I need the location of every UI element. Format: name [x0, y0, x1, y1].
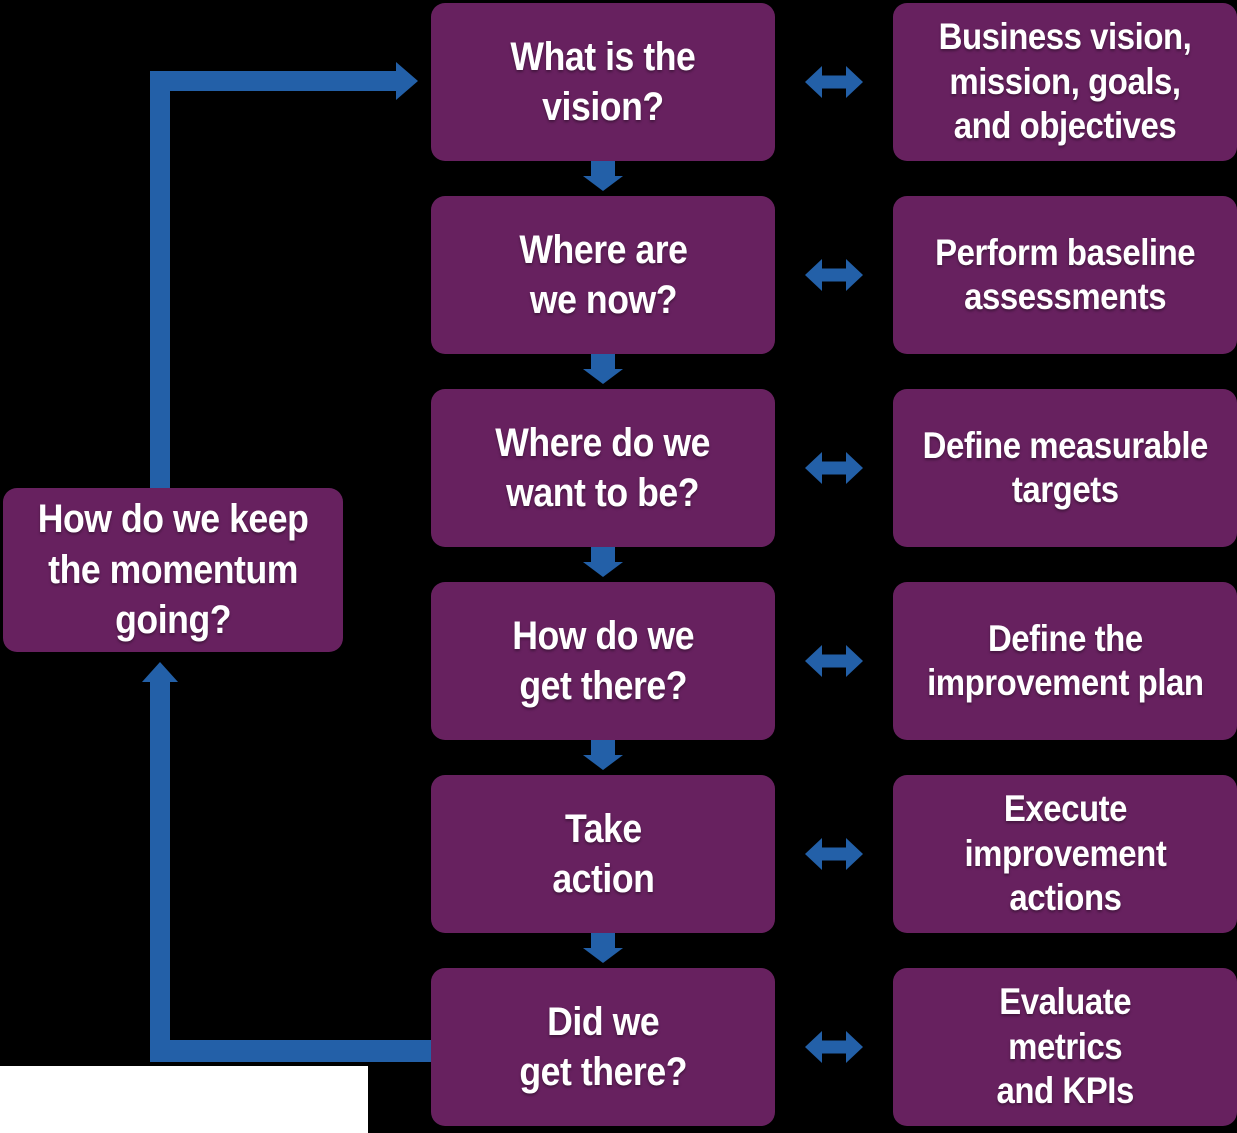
momentum-question-box: How do we keep the momentum going? [3, 488, 343, 652]
question-box-did-we-get-there: Did we get there? [431, 968, 775, 1126]
down-arrow-head [583, 176, 623, 191]
activity-box-business-vision: Business vision, mission, goals, and obj… [893, 3, 1237, 161]
down-arrow-head [583, 755, 623, 770]
feedback-arrowhead-right-icon [396, 62, 418, 100]
activity-label: Define measurable targets [922, 424, 1208, 510]
down-arrow-icon [583, 161, 623, 191]
down-arrow-shaft [591, 547, 615, 562]
down-arrow-icon [583, 354, 623, 384]
activity-box-evaluate-metrics: Evaluate metrics and KPIs [893, 968, 1237, 1126]
question-label: Take action [551, 807, 655, 901]
activity-box-targets: Define measurable targets [893, 389, 1237, 547]
feedback-arrowhead-up-icon [142, 662, 178, 682]
down-arrow-head [583, 369, 623, 384]
down-arrow-icon [583, 740, 623, 770]
activity-box-execute-actions: Execute improvement actions [893, 775, 1237, 933]
white-background-artifact [0, 1066, 368, 1133]
down-arrow-shaft [591, 354, 615, 369]
question-box-get-there: How do we get there? [431, 582, 775, 740]
down-arrow-head [583, 562, 623, 577]
activity-label: Perform baseline assessments [934, 231, 1196, 317]
down-arrow-head [583, 948, 623, 963]
activity-label: Execute improvement actions [964, 788, 1166, 919]
activity-label: Evaluate metrics and KPIs [996, 981, 1134, 1112]
question-label: Where are we now? [518, 228, 688, 322]
double-arrow-icon [805, 645, 863, 677]
down-arrow-icon [583, 547, 623, 577]
question-box-want-to-be: Where do we want to be? [431, 389, 775, 547]
feedback-line-bottom [150, 1040, 432, 1062]
question-label: Did we get there? [519, 1000, 687, 1094]
activity-box-baseline: Perform baseline assessments [893, 196, 1237, 354]
down-arrow-shaft [591, 933, 615, 948]
question-box-take-action: Take action [431, 775, 775, 933]
question-box-where-now: Where are we now? [431, 196, 775, 354]
feedback-line-vertical-lower [150, 682, 170, 1062]
question-box-vision: What is the vision? [431, 3, 775, 161]
double-arrow-icon [805, 66, 863, 98]
double-arrow-icon [805, 259, 863, 291]
down-arrow-shaft [591, 740, 615, 755]
question-label: What is the vision? [510, 35, 696, 129]
activity-label: Define the improvement plan [926, 617, 1204, 703]
double-arrow-icon [805, 838, 863, 870]
double-arrow-icon [805, 1031, 863, 1063]
activity-label: Business vision, mission, goals, and obj… [938, 16, 1192, 147]
question-label: Where do we want to be? [495, 421, 711, 515]
feedback-line-top [150, 71, 396, 91]
momentum-question-label: How do we keep the momentum going? [37, 497, 309, 643]
down-arrow-icon [583, 933, 623, 963]
question-label: How do we get there? [512, 614, 694, 708]
double-arrow-icon [805, 452, 863, 484]
activity-box-improvement-plan: Define the improvement plan [893, 582, 1237, 740]
down-arrow-shaft [591, 161, 615, 176]
